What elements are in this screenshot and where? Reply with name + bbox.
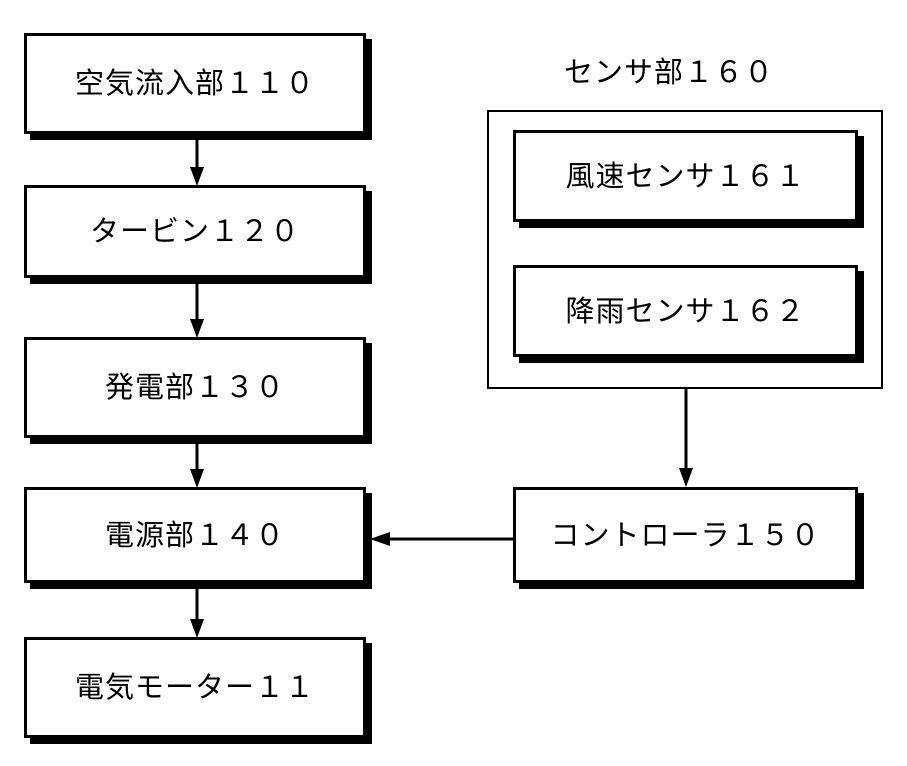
block-turbine[interactable]: タービン１２０ <box>24 185 366 278</box>
block-air-inlet[interactable]: 空気流入部１１０ <box>24 33 366 134</box>
arrow-sensor-group-to-controller <box>675 389 697 489</box>
block-wind-speed-sensor[interactable]: 風速センサ１６１ <box>513 130 858 222</box>
block-electric-motor[interactable]: 電気モーター１１ <box>24 637 366 738</box>
arrow-air-inlet-to-turbine <box>186 134 208 188</box>
arrow-generator-to-power-supply <box>186 438 208 490</box>
block-rain-sensor-label: 降雨センサ１６２ <box>565 293 806 328</box>
block-air-inlet-label: 空気流入部１１０ <box>74 66 315 100</box>
arrow-power-supply-to-electric-motor <box>186 583 208 640</box>
block-generator-label: 発電部１３０ <box>104 370 285 404</box>
block-generator[interactable]: 発電部１３０ <box>24 337 366 438</box>
block-wind-speed-sensor-label: 風速センサ１６１ <box>565 158 806 193</box>
block-controller[interactable]: コントローラ１５０ <box>513 487 858 583</box>
block-rain-sensor[interactable]: 降雨センサ１６２ <box>513 265 858 357</box>
sensor-group-title: センサ部１６０ <box>564 55 775 89</box>
block-electric-motor-label: 電気モーター１１ <box>74 670 315 704</box>
arrow-turbine-to-generator <box>186 278 208 340</box>
block-turbine-label: タービン１２０ <box>89 214 300 248</box>
arrow-controller-to-power-supply <box>368 528 516 550</box>
block-controller-label: コントローラ１５０ <box>550 517 821 552</box>
block-power-supply[interactable]: 電源部１４０ <box>24 487 366 583</box>
block-power-supply-label: 電源部１４０ <box>104 517 285 552</box>
